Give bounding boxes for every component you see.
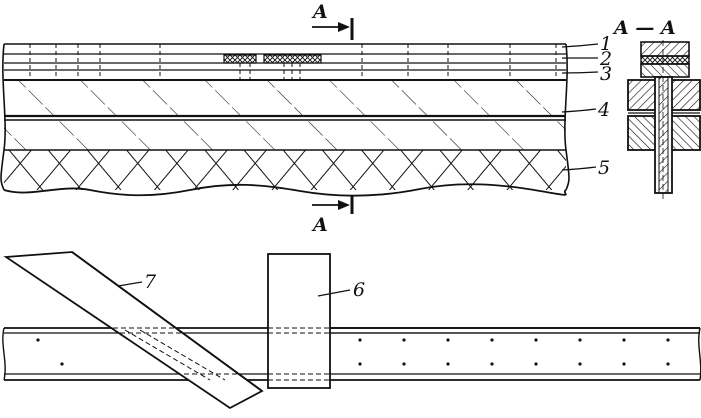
layer-4-upper xyxy=(4,80,566,116)
callout-5: 5 xyxy=(598,157,610,179)
part-7-slanted-guide xyxy=(3,251,264,410)
layer-5-b xyxy=(4,150,566,190)
callout-6: 6 xyxy=(353,279,365,301)
callout-1: 1 xyxy=(600,33,612,55)
section-a-a: A — A xyxy=(612,17,701,200)
assembly-top-view: A A 1 2 3 4 5 xyxy=(0,1,612,236)
layer-4-lower xyxy=(4,120,566,150)
callout-4: 4 xyxy=(597,99,610,121)
section-marker-top: A xyxy=(311,1,328,23)
callout-7: 7 xyxy=(144,271,157,293)
section-marker-bottom: A xyxy=(311,214,328,236)
callout-3: 3 xyxy=(600,63,612,85)
part-6-block xyxy=(267,253,331,389)
joint-plate-right xyxy=(263,54,322,64)
plan-view: 6 7 xyxy=(2,251,701,410)
section-title: A — A xyxy=(612,17,676,39)
joint-plate-left xyxy=(223,54,257,64)
callout-2: 2 xyxy=(599,48,612,70)
